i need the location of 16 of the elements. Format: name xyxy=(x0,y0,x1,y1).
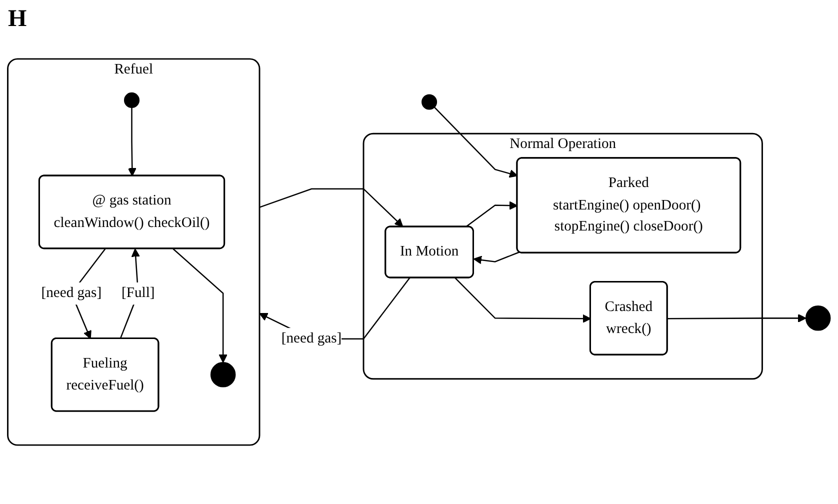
node-circle xyxy=(422,94,438,110)
node-bullseye xyxy=(805,306,831,331)
arrow xyxy=(668,314,806,322)
arrow xyxy=(259,188,404,227)
edge-label: [need gas] xyxy=(41,285,102,301)
node-circle xyxy=(124,92,140,108)
history-marker: H xyxy=(8,6,27,32)
arrow xyxy=(454,278,592,323)
edge-label: [Full] xyxy=(122,285,155,301)
arrow xyxy=(473,252,520,264)
node-bullseye xyxy=(210,362,236,388)
arrow xyxy=(465,201,518,228)
arrow xyxy=(172,248,228,363)
arrow xyxy=(128,108,136,176)
arrow xyxy=(434,106,518,178)
edge-label: [need gas] xyxy=(281,330,342,346)
